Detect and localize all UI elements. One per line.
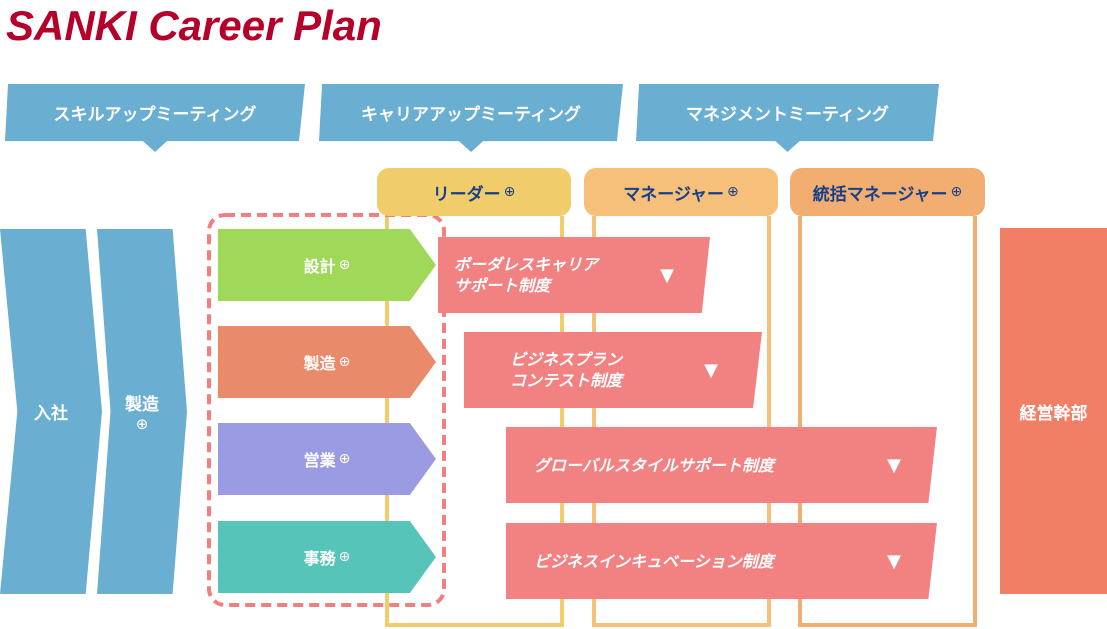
zoom-in-icon: ⊕ (503, 184, 516, 200)
general-manager-track (798, 216, 977, 627)
program-business-incubation[interactable]: ビジネスインキュベーション制度 ▼ (506, 523, 937, 599)
meeting-banner-career-up: キャリアアップミーティング (319, 84, 623, 152)
role-label: リーダー (432, 184, 501, 205)
stage-label: 製造 (125, 395, 159, 415)
zoom-in-icon: ⊕ (338, 549, 351, 565)
program-label: サポート制度 (454, 276, 551, 295)
page-title: SANKI Career Plan (6, 2, 382, 49)
dropdown-arrow-icon: ▼ (887, 550, 901, 572)
dropdown-arrow-icon: ▼ (887, 454, 901, 476)
department-label: 営業 (303, 451, 336, 470)
zoom-in-icon: ⊕ (338, 354, 351, 370)
meeting-label: マネジメントミーティング (686, 105, 889, 125)
department-manufacturing[interactable]: 製造⊕ (218, 326, 436, 398)
department-group-outline (207, 213, 446, 607)
role-leader[interactable]: リーダー⊕ (377, 168, 571, 216)
role-general-manager[interactable]: 統括マネージャー⊕ (790, 168, 985, 216)
department-admin[interactable]: 事務⊕ (218, 521, 436, 593)
zoom-in-icon: ⊕ (338, 451, 351, 467)
role-manager[interactable]: マネージャー⊕ (584, 168, 778, 216)
zoom-in-icon: ⊕ (950, 184, 963, 200)
program-label: ボーダレスキャリア (454, 255, 599, 274)
meeting-label: スキルアップミーティング (53, 105, 257, 125)
program-label: ビジネスプラン (510, 350, 623, 369)
zoom-in-icon: ⊕ (338, 257, 351, 273)
meeting-label: キャリアアップミーティング (361, 105, 581, 125)
program-business-plan-contest[interactable]: ビジネスプランコンテスト制度 ▼ (464, 332, 762, 408)
stage-label: 経営幹部 (1019, 403, 1088, 424)
role-label: 統括マネージャー (812, 184, 948, 205)
department-label: 製造 (303, 354, 336, 373)
program-label: ビジネスインキュベーション制度 (534, 551, 774, 571)
stage-manufacturing[interactable]: 製造⊕ (97, 229, 187, 594)
zoom-in-icon: ⊕ (135, 415, 149, 433)
stage-label: 入社 (34, 404, 68, 424)
meeting-banner-management: マネジメントミーティング (636, 84, 939, 152)
program-global-style-support[interactable]: グローバルスタイルサポート制度 ▼ (506, 427, 937, 503)
department-design[interactable]: 設計⊕ (218, 229, 436, 301)
manager-track (592, 216, 771, 627)
department-sales[interactable]: 営業⊕ (218, 423, 436, 495)
program-label: グローバルスタイルサポート制度 (534, 455, 774, 475)
stage-executive: 経営幹部 (1000, 228, 1107, 594)
dropdown-arrow-icon: ▼ (660, 264, 674, 286)
zoom-in-icon: ⊕ (727, 184, 739, 200)
role-label: マネージャー (623, 184, 725, 205)
department-label: 設計 (303, 257, 336, 276)
department-label: 事務 (303, 549, 336, 568)
dropdown-arrow-icon: ▼ (704, 359, 718, 381)
program-borderless-career[interactable]: ボーダレスキャリアサポート制度 ▼ (438, 237, 710, 313)
meeting-banner-skill-up: スキルアップミーティング (5, 84, 305, 152)
program-label: コンテスト制度 (510, 371, 623, 390)
leader-track (385, 216, 564, 627)
